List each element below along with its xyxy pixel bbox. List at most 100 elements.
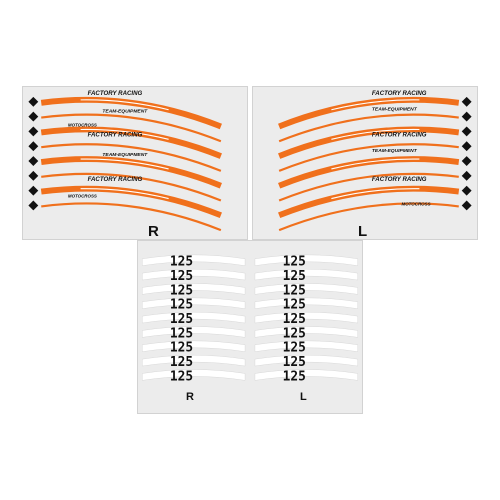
orange-rim-stripe — [278, 96, 460, 130]
diamond-icon — [28, 156, 39, 166]
number-strip — [142, 268, 246, 281]
team-equipment-text: TEAM-EQUIPMENT — [102, 109, 148, 115]
number-strip — [142, 254, 246, 267]
number-125-text: 125 — [170, 355, 193, 370]
orange-rim-stripe — [278, 185, 460, 219]
right-sheet-side-label: L — [358, 223, 368, 240]
orange-rim-pinstripe — [278, 172, 459, 202]
diamond-icon — [461, 156, 472, 166]
right-sheet-graphics: FACTORY RACING TEAM-EQUIPMENT FACTORY RACI… — [278, 90, 472, 232]
diamond-icon — [461, 96, 472, 107]
number-125-text: 125 — [283, 312, 306, 327]
number-strip — [142, 311, 246, 324]
diamond-icon — [28, 185, 39, 196]
number-125-text: 125 — [283, 355, 306, 370]
number-strip — [254, 268, 358, 281]
diamond-icon — [461, 126, 472, 137]
orange-rim-pinstripe — [41, 113, 222, 143]
number-125-text: 125 — [170, 326, 193, 341]
stripe-highlight — [41, 99, 222, 127]
stripe-highlight — [278, 99, 459, 127]
factory-racing-text: FACTORY RACING — [88, 176, 143, 183]
number-125-text: 125 — [170, 298, 193, 313]
number-strip — [254, 254, 358, 267]
number-strip — [142, 354, 246, 367]
number-strip — [254, 369, 358, 381]
number-strip — [254, 354, 358, 367]
team-equipment-text: TEAM-EQUIPMENT — [372, 107, 418, 113]
number-125-text: 125 — [170, 255, 193, 270]
diamond-icon — [28, 96, 39, 107]
number-strip — [254, 326, 358, 338]
number-125-text: 125 — [283, 326, 306, 341]
brand-logo-text: MOTOCROSS — [68, 194, 97, 199]
stripe-text-group: FACTORY RACING TEAM-EQUIPMENT FACTORY RACI… — [372, 90, 431, 207]
factory-racing-text: FACTORY RACING — [88, 90, 143, 97]
factory-racing-text: FACTORY RACING — [372, 176, 427, 183]
diamond-icon — [28, 200, 39, 211]
right-decal-sheet: FACTORY RACING TEAM-EQUIPMENT FACTORY RACI… — [252, 86, 478, 240]
number-sheet-graphics: 1251251251251251251251251251251251251251… — [142, 254, 358, 384]
orange-rim-stripe — [278, 126, 460, 159]
stripe-highlight — [278, 128, 459, 157]
number-strip — [142, 283, 246, 295]
number-125-text: 125 — [170, 312, 193, 327]
brand-logo-text: MOTOCROSS — [68, 122, 97, 127]
orange-rim-stripe — [278, 156, 460, 189]
diamond-icon — [28, 126, 39, 137]
factory-racing-text: FACTORY RACING — [88, 131, 143, 138]
orange-rim-pinstripe — [41, 143, 222, 172]
team-equipment-text: TEAM-EQUIPMENT — [102, 152, 148, 158]
stripe-text-group: FACTORY RACING TEAM-EQUIPMENT MOTOCROSS FAC… — [68, 90, 148, 199]
diamond-icon — [461, 141, 472, 152]
diamond-icon — [28, 170, 39, 181]
factory-racing-text: FACTORY RACING — [372, 131, 427, 138]
number-125-text: 125 — [170, 369, 193, 384]
number-125-text: 125 — [283, 283, 306, 298]
stripe-highlight — [41, 128, 222, 157]
number-125-text: 125 — [283, 269, 306, 284]
number-strip — [254, 283, 358, 295]
orange-rim-pinstripe — [278, 143, 459, 172]
number-strip — [142, 297, 246, 310]
number-sheet-right-label: L — [300, 391, 307, 403]
left-decal-sheet: FACTORY RACING TEAM-EQUIPMENT MOTOCROSS FAC… — [22, 86, 248, 240]
stripe-highlight — [41, 158, 222, 187]
left-sheet-graphics: FACTORY RACING TEAM-EQUIPMENT MOTOCROSS FAC… — [28, 90, 222, 232]
diamond-icon — [28, 111, 39, 122]
left-sheet-side-label: R — [148, 223, 159, 240]
team-equipment-text: TEAM-EQUIPMENT — [372, 148, 418, 154]
stripe-highlight — [41, 188, 222, 216]
orange-rim-pinstripe — [278, 113, 459, 143]
diamond-icon — [461, 200, 472, 211]
brand-logo-text: MOTOCROSS — [402, 201, 431, 206]
stripe-group — [28, 96, 222, 232]
stripe-group — [278, 96, 472, 232]
number-strip — [142, 369, 246, 381]
diamond-icon — [28, 141, 39, 152]
number-125-text: 125 — [283, 255, 306, 270]
number-125-text: 125 — [170, 341, 193, 356]
number-125-text: 125 — [283, 369, 306, 384]
stripe-highlight — [278, 188, 459, 216]
number-125-text: 125 — [283, 298, 306, 313]
diamond-icon — [461, 170, 472, 181]
number-strip — [254, 340, 358, 353]
orange-rim-pinstripe — [278, 202, 459, 232]
number-strip — [142, 340, 246, 353]
stripe-highlight — [278, 158, 459, 187]
number-125-text: 125 — [170, 269, 193, 284]
number-strip — [254, 297, 358, 310]
factory-racing-text: FACTORY RACING — [372, 90, 427, 97]
number-125-text: 125 — [170, 283, 193, 298]
orange-rim-pinstripe — [41, 172, 222, 202]
number-strip — [254, 311, 358, 324]
diamond-icon — [461, 111, 472, 122]
number-125-text: 125 — [283, 341, 306, 356]
number-sheet-left-label: R — [186, 391, 194, 403]
number-strip — [142, 326, 246, 338]
diamond-icon — [461, 185, 472, 196]
orange-rim-pinstripe — [41, 202, 222, 232]
